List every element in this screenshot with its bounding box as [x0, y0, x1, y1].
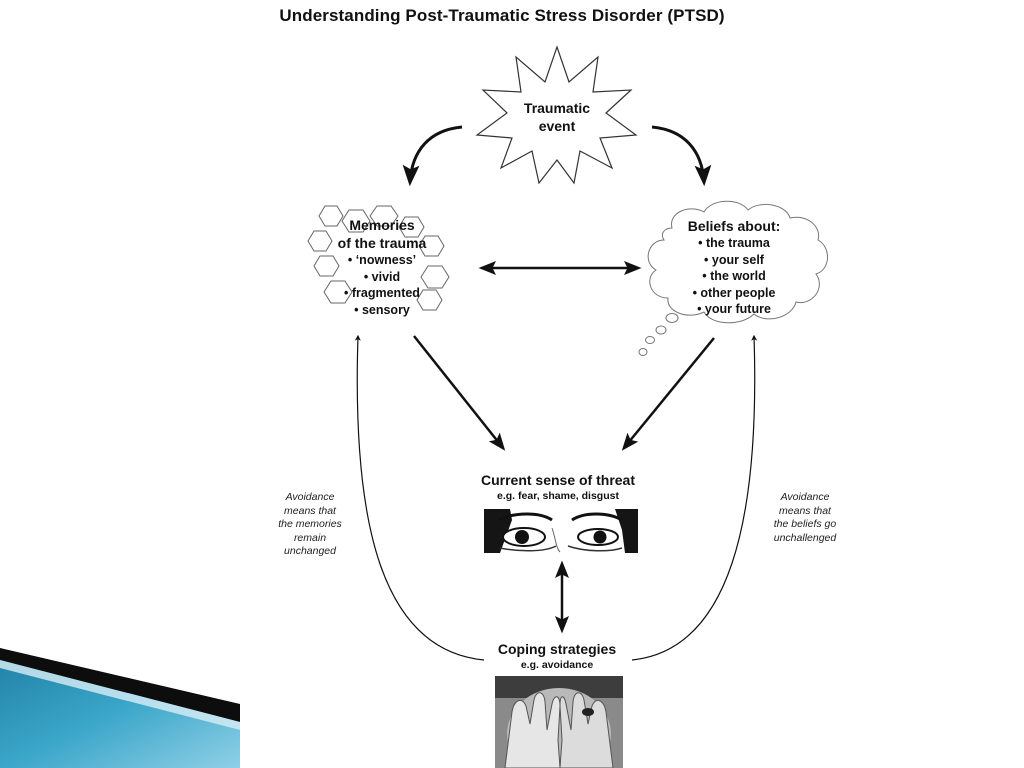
beliefs-item: • the world — [702, 269, 766, 283]
beliefs-item: • the trauma — [698, 236, 770, 250]
memories-item: • sensory — [354, 302, 410, 317]
slide-corner-decoration — [0, 648, 240, 768]
memories-item: • ‘nowness’ — [347, 253, 417, 267]
note-right-line: Avoidance — [780, 491, 830, 503]
note-right-line: unchallenged — [773, 531, 837, 544]
memories-hexagon-cluster — [307, 205, 450, 311]
arrow-coping-to-memories — [354, 334, 485, 661]
avoidance-note-right: Avoidance means that the beliefs go unch… — [760, 491, 850, 545]
memories-item: • vivid — [363, 269, 401, 284]
traumatic-event-node: Traumatic event — [493, 99, 621, 135]
current-threat-node: Current sense of threat e.g. fear, shame… — [428, 471, 688, 503]
beliefs-item: • other people — [692, 285, 776, 300]
note-left-line: the memories — [278, 518, 342, 530]
diagram-title: Understanding Post-Traumatic Stress Diso… — [0, 6, 1024, 26]
avoidance-note-left: Avoidance means that the memories remain… — [266, 491, 354, 559]
diagram-title-text: Understanding Post-Traumatic Stress Diso… — [279, 6, 725, 25]
starburst-shape — [475, 45, 638, 185]
memories-item: • fragmented — [344, 286, 420, 300]
event-label-line2: event — [538, 118, 576, 134]
arrow-beliefs-to-threat — [621, 337, 715, 451]
arrow-memories-to-threat — [413, 335, 506, 451]
covered-face-image — [495, 676, 623, 768]
note-left-line: unchanged — [284, 545, 336, 557]
note-right-line: means that — [779, 504, 831, 517]
note-left-line: means that — [284, 504, 336, 517]
eyes-image — [484, 509, 638, 553]
coping-strategies-node: Coping strategies e.g. avoidance — [462, 640, 652, 672]
threat-subtitle: e.g. fear, shame, disgust — [497, 490, 619, 502]
note-left-line: remain — [293, 531, 327, 544]
memories-heading-line1: Memories — [349, 217, 415, 233]
arrow-event-to-beliefs — [651, 125, 712, 187]
beliefs-node: Beliefs about: • the trauma • your self … — [649, 217, 819, 318]
event-label-line1: Traumatic — [523, 100, 591, 116]
memories-heading-line2: of the trauma — [337, 235, 427, 251]
thought-cloud — [638, 200, 828, 356]
arrow-coping-to-beliefs — [631, 334, 758, 661]
memories-node: Memories of the trauma • ‘nowness’ • viv… — [292, 216, 472, 318]
arrow-event-to-memories — [402, 125, 463, 187]
beliefs-item: • your self — [704, 252, 764, 267]
note-right-line: the beliefs go — [773, 518, 837, 530]
beliefs-item: • your future — [697, 302, 771, 316]
threat-heading: Current sense of threat — [480, 472, 636, 488]
coping-subtitle: e.g. avoidance — [520, 659, 594, 671]
beliefs-heading: Beliefs about: — [687, 218, 781, 234]
coping-heading: Coping strategies — [497, 641, 617, 657]
note-left-line: Avoidance — [285, 491, 335, 503]
